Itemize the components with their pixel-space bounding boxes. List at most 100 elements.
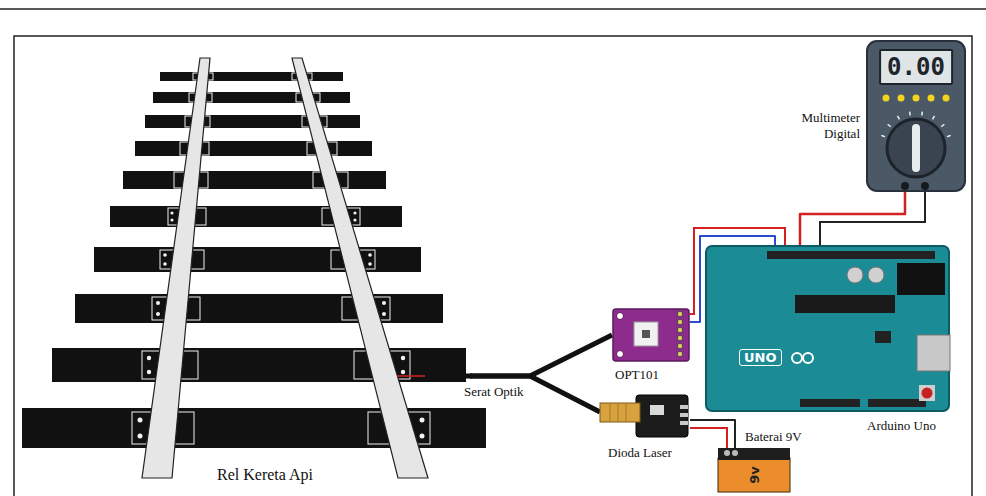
opt101-module-part — [642, 330, 650, 338]
rail-bolt — [156, 312, 160, 316]
opt101-module-part — [677, 335, 683, 341]
rail-track-area-art — [60, 60, 470, 488]
rail-bolt — [163, 253, 167, 257]
rail-bolt — [353, 218, 356, 221]
rail-sleeper — [75, 294, 443, 323]
digital-multimeter-part — [921, 112, 923, 116]
rail-bolt — [401, 370, 405, 374]
digital-multimeter-part — [912, 124, 920, 172]
digital-multimeter-part — [883, 95, 890, 102]
rail-sleeper — [94, 247, 421, 272]
rail-bolt — [420, 434, 425, 439]
digital-multimeter-part — [913, 95, 920, 102]
battery-9v-part — [718, 458, 790, 492]
laser-label: Dioda Laser — [608, 445, 672, 461]
rail-bolt — [163, 262, 167, 266]
laser-diode-module-part — [636, 395, 688, 437]
digital-multimeter-part — [887, 119, 945, 177]
arduino-board-part — [800, 399, 860, 407]
opt101-module-part — [634, 322, 658, 346]
arduino-board-part — [847, 267, 863, 283]
rail — [142, 58, 428, 478]
digital-multimeter: 0.00Multimeter Digital — [866, 40, 966, 192]
arduino-board-part — [917, 335, 950, 371]
extra-wire — [690, 428, 727, 449]
fiber-attachment — [425, 374, 472, 379]
board-logo: UNO — [739, 349, 782, 366]
page-frame — [0, 8, 986, 10]
rail — [142, 58, 210, 478]
edge-label: Serat Optik — [462, 384, 526, 400]
laser-diode-module: Dioda Laser — [600, 393, 690, 439]
fiber-attachment — [397, 375, 426, 377]
rail-sleeper — [123, 171, 386, 189]
laser-diode-module-part — [650, 405, 664, 415]
battery-marking: 9v — [747, 467, 762, 485]
rail-sleeper — [110, 206, 402, 227]
rail-bolt — [353, 211, 356, 214]
laser-diode-module-part — [618, 404, 619, 421]
digital-multimeter-part — [898, 116, 900, 119]
arduino-board-part — [897, 263, 945, 295]
opt101-module-part — [677, 319, 683, 325]
arduino-board-part — [922, 388, 933, 399]
laser-diode-module-part — [626, 404, 627, 421]
rail-bolt — [382, 301, 386, 305]
digital-multimeter-part — [941, 124, 944, 127]
digital-multimeter-part — [909, 112, 911, 116]
opt101-module-part — [677, 351, 683, 357]
fiber-attachment — [397, 376, 472, 377]
rail-bolt — [382, 312, 386, 316]
arduino-board-part — [919, 385, 935, 401]
rail-bolt — [147, 370, 151, 374]
arduino-board: UNOArduino Uno — [705, 245, 950, 412]
rail-track-area: Rel Kereta Api — [60, 60, 470, 488]
rail-sleeper — [135, 141, 372, 156]
opt101-module: OPT101 — [612, 308, 690, 362]
probe-lead — [800, 192, 905, 245]
rail-sleeper — [153, 92, 350, 103]
rail-bolt — [420, 418, 425, 423]
arduino-board-part — [868, 267, 884, 283]
arduino-board-art — [705, 245, 950, 412]
opt101-module-part — [677, 343, 683, 349]
arduino-board-part — [868, 399, 926, 407]
battery-label: Baterai 9V — [745, 429, 802, 445]
rail-bolt — [156, 301, 160, 305]
arduino-board-part — [795, 295, 895, 313]
optical-fiber — [470, 335, 612, 376]
rail-bolt — [138, 418, 143, 423]
opt101-module-part — [617, 351, 624, 358]
rail-bolt — [170, 218, 173, 221]
battery-9v-part — [724, 450, 730, 456]
battery-9v-part — [732, 450, 738, 456]
digital-multimeter-part — [947, 135, 951, 136]
rail-bolt — [138, 434, 143, 439]
page-frame — [0, 9, 986, 496]
opt101-module-part — [613, 309, 689, 361]
arduino-board-part — [803, 353, 813, 363]
laser-diode-module-part — [680, 413, 688, 417]
digital-multimeter-part — [888, 124, 891, 127]
rail-sleeper — [160, 72, 343, 81]
digital-multimeter-part — [933, 116, 935, 119]
battery-9v-part — [718, 448, 790, 460]
rail-sleeper — [145, 115, 360, 128]
opt101-module-part — [677, 327, 683, 333]
digital-multimeter-part — [867, 41, 965, 191]
page-frame — [14, 36, 972, 496]
opt101-module-art — [612, 308, 690, 362]
meter-display: 0.00 — [879, 49, 953, 85]
arduino-board-part — [767, 251, 935, 259]
laser-diode-module-art — [600, 393, 690, 439]
laser-diode-module-part — [680, 405, 688, 409]
laser-diode-module-part — [680, 421, 688, 425]
sensor-label: OPT101 — [615, 367, 659, 383]
arduino-board-part — [706, 246, 949, 411]
opt101-module-part — [677, 311, 683, 317]
rail-bolt — [368, 262, 372, 266]
extra-wire — [820, 192, 925, 246]
rail-sleeper — [22, 72, 486, 448]
opt101-module-part — [617, 313, 624, 320]
